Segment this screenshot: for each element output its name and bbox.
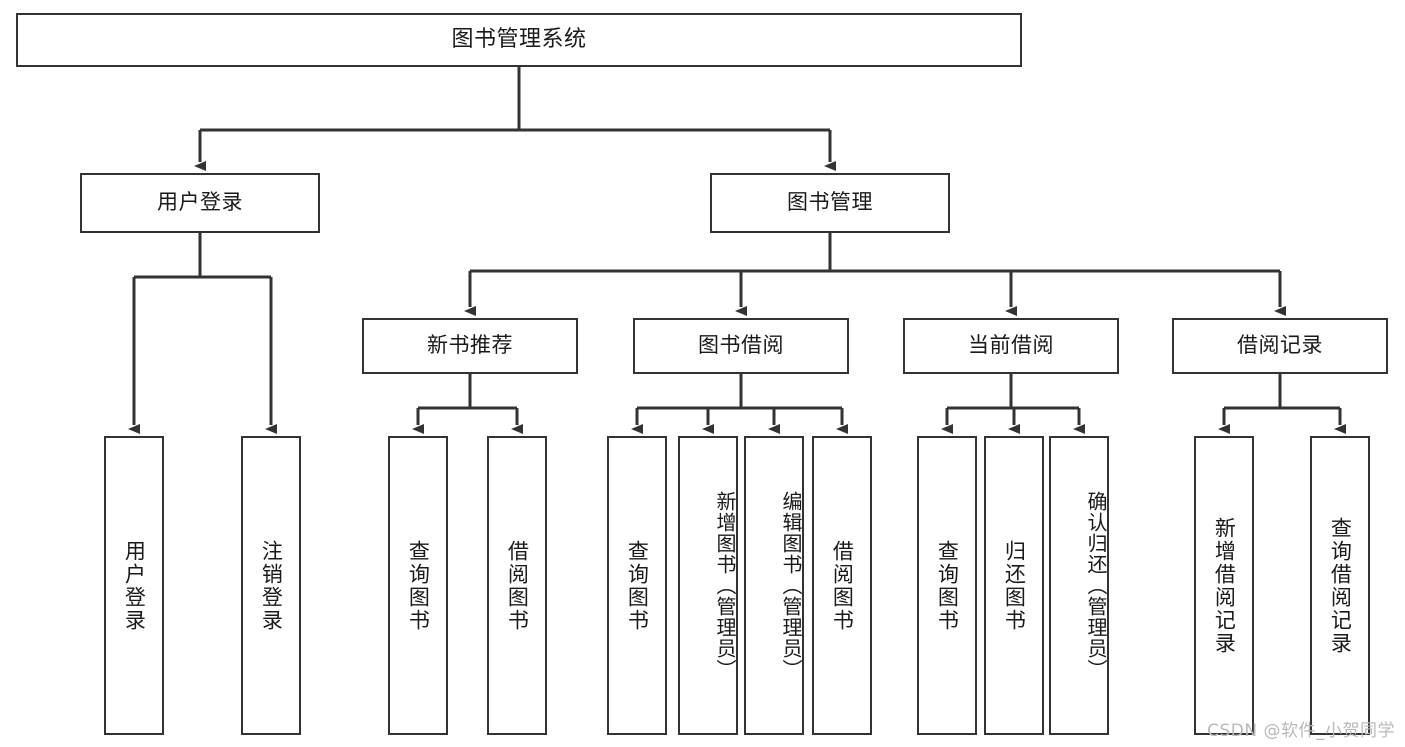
node-new-book-rec[interactable]: 新书推荐 <box>362 318 578 374</box>
node-book-borrow[interactable]: 图书借阅 <box>633 318 849 374</box>
node-user-login[interactable]: 用户登录 <box>80 173 320 233</box>
node-leaf-edit-book-admin[interactable]: 编辑图书（管理员） <box>744 436 804 735</box>
node-leaf-query-borrow-record[interactable]: 查询借阅记录 <box>1310 436 1370 735</box>
node-leaf-add-borrow-record[interactable]: 新增借阅记录 <box>1194 436 1254 735</box>
node-leaf-confirm-return-admin[interactable]: 确认归还（管理员） <box>1049 436 1109 735</box>
node-root[interactable]: 图书管理系统 <box>16 13 1022 67</box>
node-leaf-user-logout[interactable]: 注销登录 <box>241 436 301 735</box>
node-leaf-return-book[interactable]: 归还图书 <box>984 436 1044 735</box>
node-leaf-borrow-book[interactable]: 借阅图书 <box>812 436 872 735</box>
node-leaf-cur-query-book[interactable]: 查询图书 <box>917 436 977 735</box>
node-leaf-rec-borrow-book[interactable]: 借阅图书 <box>487 436 547 735</box>
node-book-manage[interactable]: 图书管理 <box>710 173 950 233</box>
node-current-borrow[interactable]: 当前借阅 <box>903 318 1119 374</box>
node-leaf-add-book-admin[interactable]: 新增图书（管理员） <box>678 436 738 735</box>
node-leaf-user-login[interactable]: 用户登录 <box>104 436 164 735</box>
node-leaf-rec-query-book[interactable]: 查询图书 <box>388 436 448 735</box>
node-borrow-record[interactable]: 借阅记录 <box>1172 318 1388 374</box>
node-leaf-borrow-query-book[interactable]: 查询图书 <box>607 436 667 735</box>
watermark-text: CSDN @软件_小贺同学 <box>1207 721 1395 741</box>
